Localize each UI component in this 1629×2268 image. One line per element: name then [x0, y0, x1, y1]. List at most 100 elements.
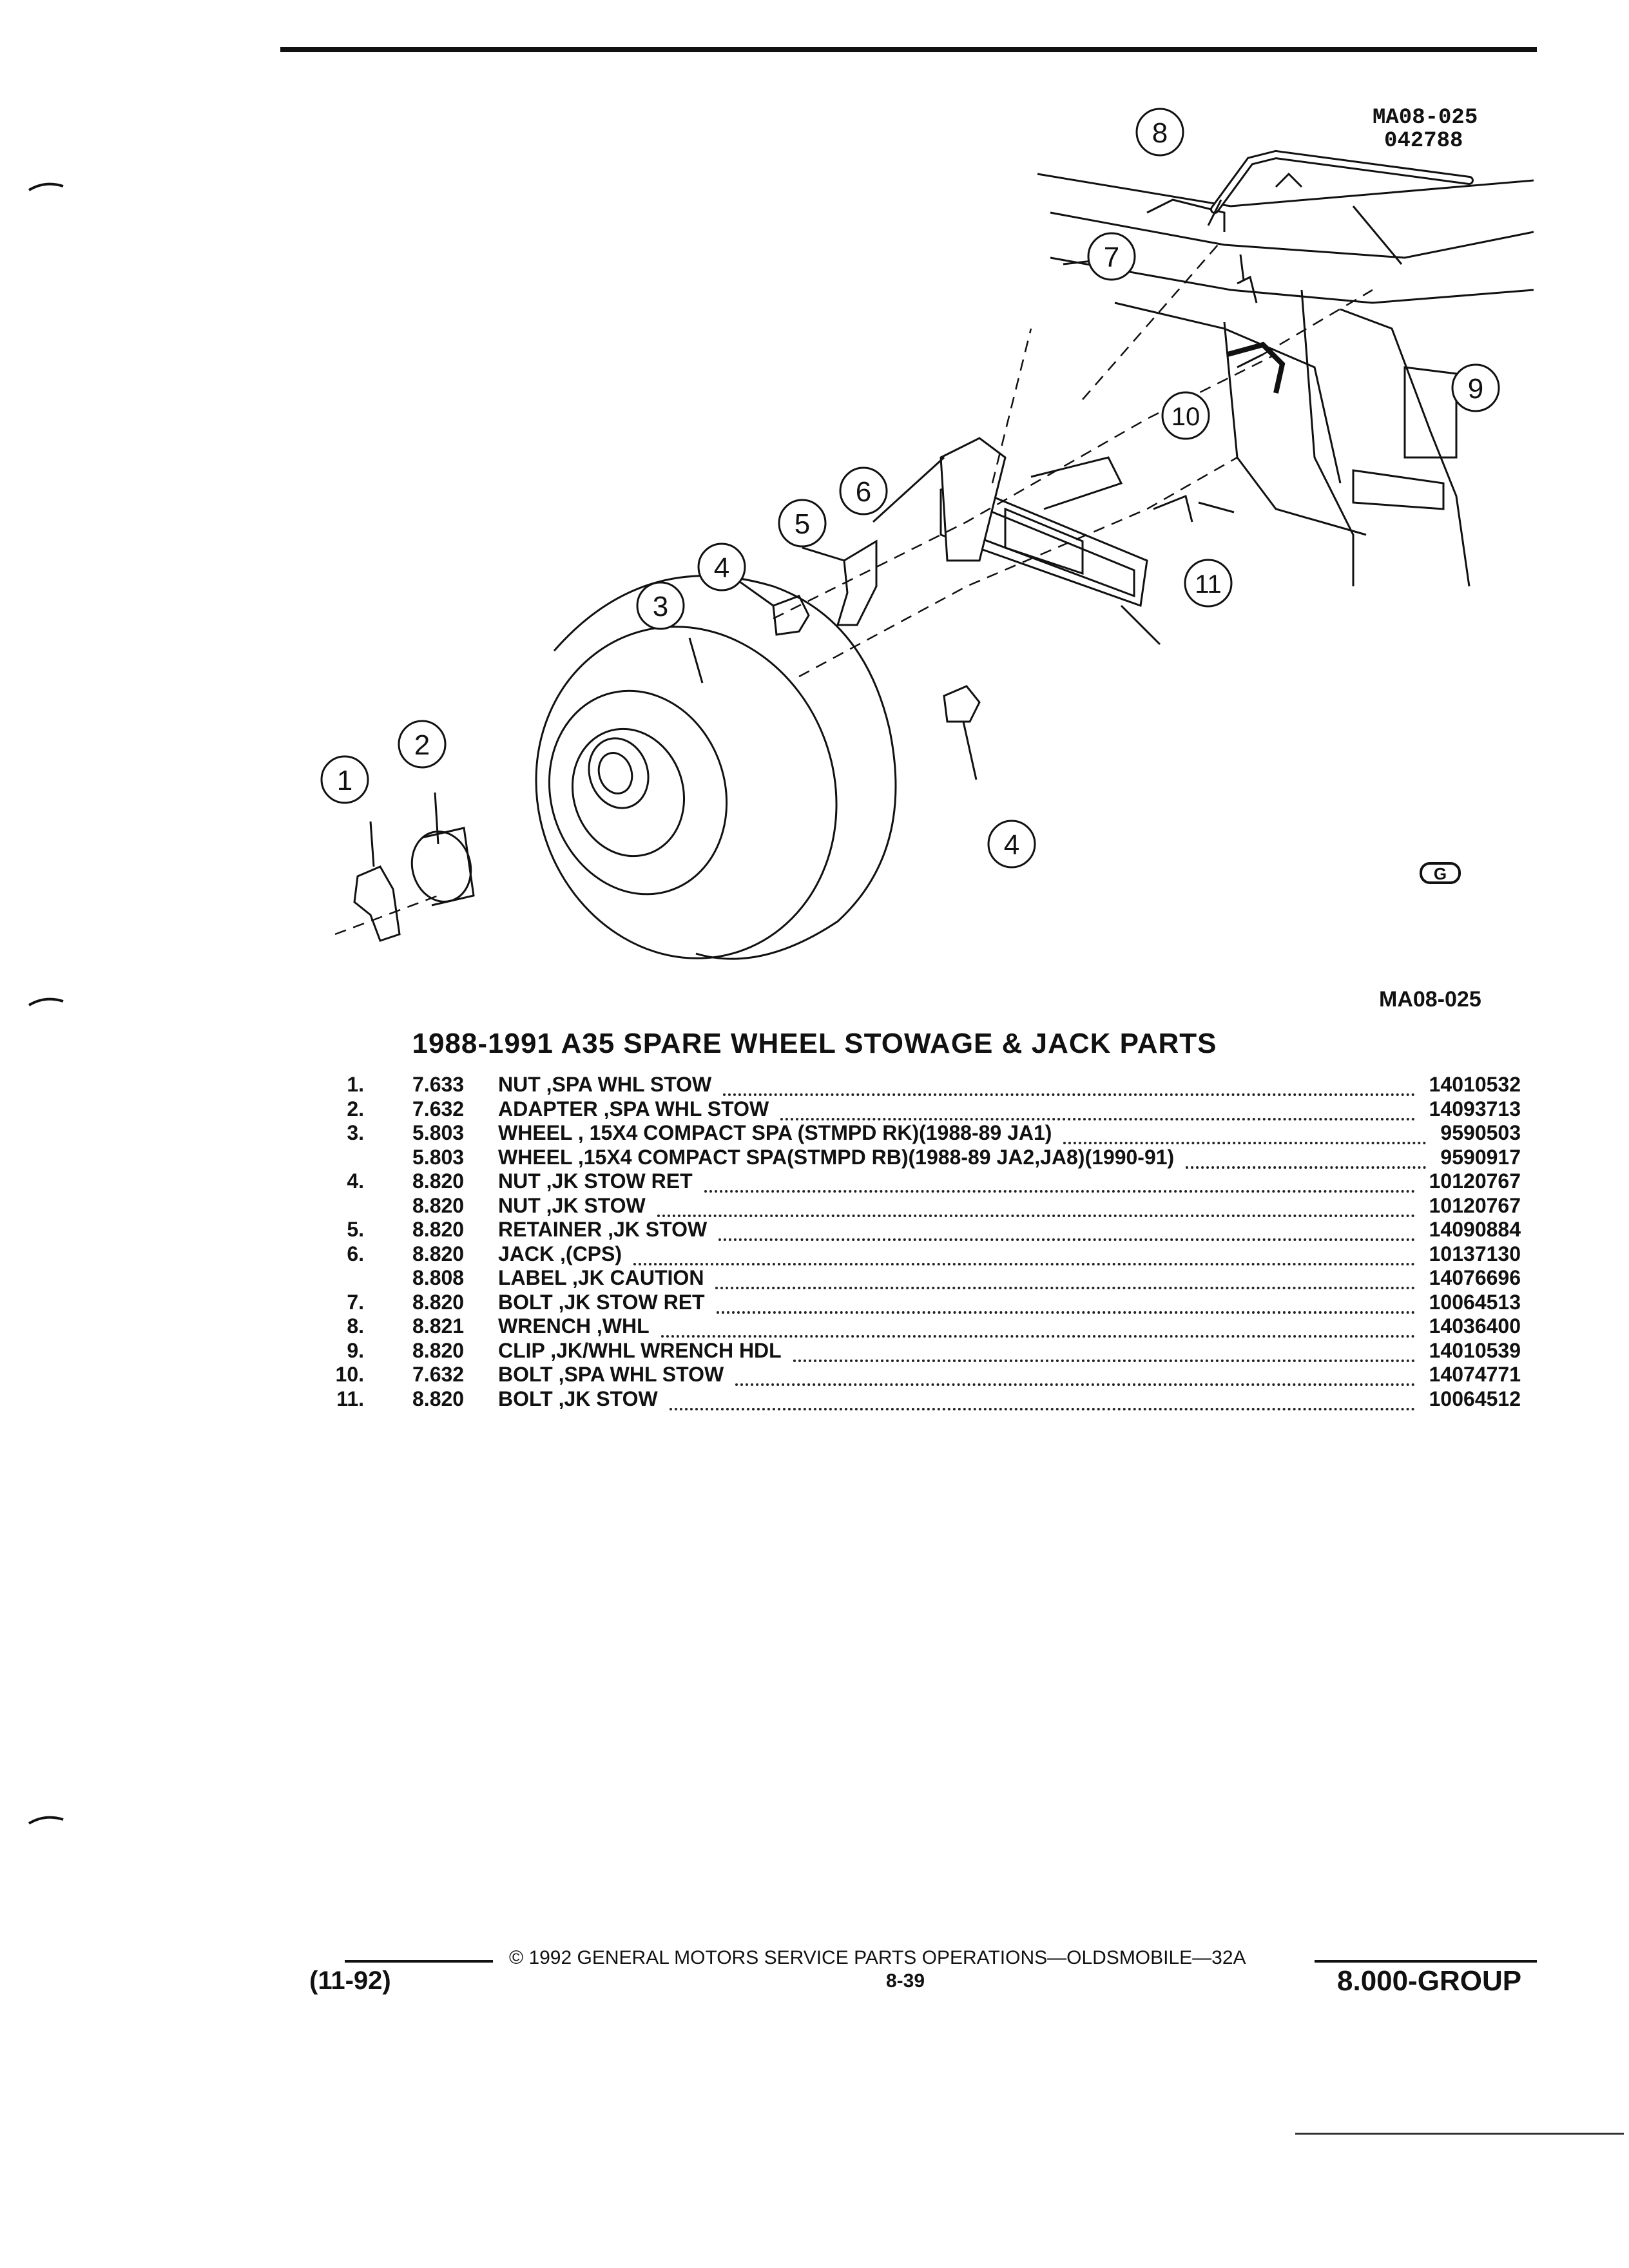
leader-dots: [793, 1339, 1415, 1362]
leader-dots: [715, 1266, 1415, 1289]
leader-dots: [717, 1291, 1415, 1314]
part-group-code: 8.808: [412, 1266, 465, 1289]
wing-nut-drawing: [353, 865, 401, 942]
part-description: JACK ,(CPS): [498, 1242, 622, 1265]
callout-5: 5: [778, 499, 827, 548]
part-number: 14093713: [1429, 1097, 1521, 1120]
leader-dots: [670, 1387, 1415, 1410]
part-number: 14076696: [1429, 1266, 1521, 1289]
callout-4b: 4: [987, 820, 1036, 869]
part-row: 8.820 NUT ,JK STOW 10120767: [309, 1194, 1534, 1218]
part-ref-number: 5.: [347, 1218, 364, 1241]
callout-4: 4: [697, 543, 746, 591]
part-description: NUT ,JK STOW: [498, 1193, 646, 1217]
leader-dots: [657, 1194, 1415, 1217]
callout-1: 1: [320, 755, 369, 804]
part-description: BOLT ,JK STOW RET: [498, 1290, 705, 1314]
footer-page-number: 8-39: [886, 1970, 925, 1992]
svg-text:G: G: [1434, 864, 1447, 883]
nut-drawing: [943, 685, 981, 723]
part-row: 4. 8.820 NUT ,JK STOW RET 10120767: [309, 1169, 1534, 1194]
part-number: 14074771: [1429, 1363, 1521, 1386]
callout-8: 8: [1135, 108, 1184, 157]
svg-text:2: 2: [414, 729, 430, 761]
part-ref-number: 2.: [347, 1097, 364, 1120]
spare-tire-drawing: [535, 575, 897, 960]
footer-rule: [1315, 1960, 1537, 1963]
leader-dots: [704, 1169, 1415, 1193]
part-group-code: 8.820: [412, 1338, 465, 1362]
exploded-parts-diagram: 1 2 3 4 5 6 7 8 9 10 11 4 G: [320, 108, 1534, 960]
part-description: RETAINER ,JK STOW: [498, 1218, 708, 1241]
part-group-code: 8.821: [412, 1314, 465, 1338]
svg-text:4: 4: [1004, 829, 1019, 861]
stow-bolt-drawing: [1226, 341, 1286, 394]
part-number: 14010539: [1429, 1338, 1521, 1362]
callout-11: 11: [1184, 559, 1233, 608]
part-description: BOLT ,SPA WHL STOW: [498, 1363, 724, 1386]
part-number: 14036400: [1429, 1314, 1521, 1338]
part-ref-number: 11.: [336, 1387, 364, 1410]
part-group-code: 7.632: [412, 1363, 465, 1386]
svg-text:11: 11: [1195, 570, 1222, 599]
part-ref-number: 4.: [347, 1169, 364, 1193]
svg-text:5: 5: [795, 508, 810, 540]
part-number: 10120767: [1429, 1193, 1521, 1217]
leader-dots: [735, 1363, 1415, 1386]
part-ref-number: 8.: [347, 1314, 364, 1338]
leader-dots: [661, 1314, 1415, 1338]
margin-mark: [28, 997, 64, 1006]
svg-text:10: 10: [1171, 403, 1200, 431]
part-number: 14010532: [1429, 1073, 1521, 1096]
leader-dots: [1186, 1146, 1426, 1169]
svg-text:7: 7: [1104, 242, 1119, 273]
margin-mark: [28, 182, 64, 191]
leader-dots: [1063, 1121, 1426, 1144]
part-group-code: 8.820: [412, 1290, 465, 1314]
leader-dots: [718, 1218, 1415, 1241]
part-ref-number: 7.: [347, 1290, 364, 1314]
svg-text:8: 8: [1152, 117, 1168, 149]
part-number: 10120767: [1429, 1169, 1521, 1193]
svg-text:6: 6: [856, 476, 871, 508]
callout-3: 3: [636, 581, 685, 630]
bolt-drawing: [1237, 275, 1258, 303]
part-group-code: 8.820: [412, 1387, 465, 1410]
figure-code: MA08-025: [1373, 106, 1478, 130]
leader-dots: [723, 1073, 1415, 1096]
part-number: 10137130: [1429, 1242, 1521, 1265]
scan-artifact-line: [1295, 2133, 1624, 2135]
part-ref-number: 9.: [347, 1338, 364, 1362]
callout-2: 2: [398, 720, 447, 769]
page-title: 1988-1991 A35 SPARE WHEEL STOWAGE & JACK…: [412, 1028, 1217, 1059]
part-group-code: 5.803: [412, 1121, 465, 1144]
footer-date: (11-92): [309, 1966, 391, 1995]
part-description: NUT ,JK STOW RET: [498, 1169, 693, 1193]
jack-drawing: [940, 437, 1161, 646]
part-group-code: 8.820: [412, 1169, 465, 1193]
part-description: WRENCH ,WHL: [498, 1314, 650, 1338]
margin-mark: [28, 1816, 64, 1825]
bolt-drawing: [1153, 494, 1193, 523]
part-description: WHEEL , 15X4 COMPACT SPA (STMPD RK)(1988…: [498, 1121, 1052, 1144]
figure-code-top: MA08-025 042788: [1373, 106, 1478, 153]
part-group-code: 5.803: [412, 1145, 465, 1169]
svg-text:9: 9: [1468, 373, 1483, 405]
retainer-drawing: [836, 539, 878, 626]
part-ref-number: 6.: [347, 1242, 364, 1265]
part-description: NUT ,SPA WHL STOW: [498, 1073, 712, 1096]
part-group-code: 8.820: [412, 1193, 465, 1217]
part-number: 9590917: [1440, 1145, 1521, 1169]
part-row: 8. 8.821 WRENCH ,WHL 14036400: [309, 1314, 1534, 1339]
callout-10: 10: [1161, 391, 1210, 440]
